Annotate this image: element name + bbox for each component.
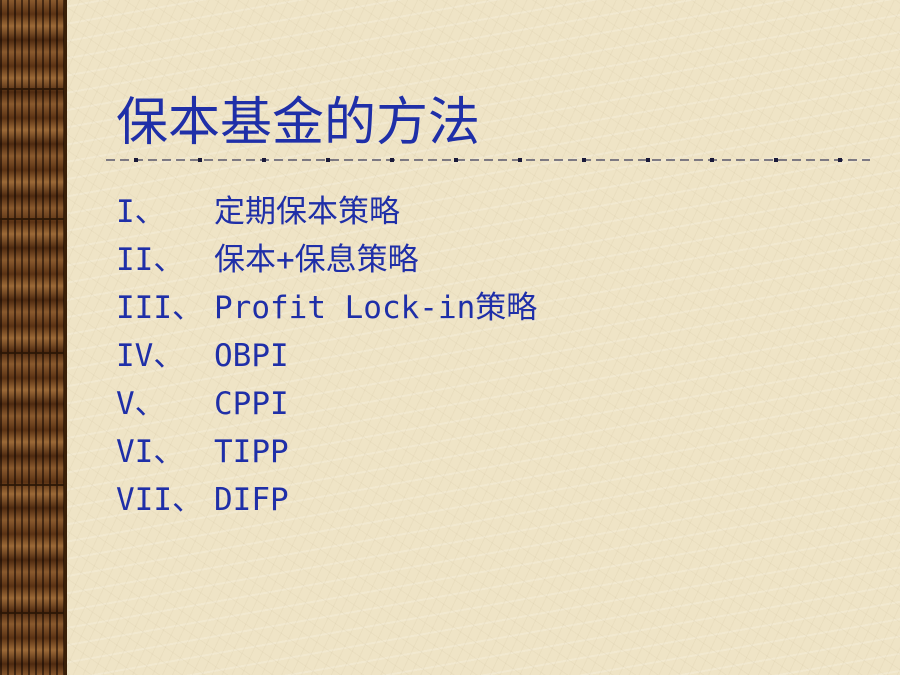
list-item: VII、 DIFP [116,476,537,524]
list-item-numeral: VI、 [116,434,185,470]
list-item-numeral: V、 [116,386,166,422]
list-item-numeral: IV、 [116,338,185,374]
list-item-text: TIPP [214,434,289,470]
list-item-numeral: II、 [116,242,185,278]
list-item: IV、 OBPI [116,332,537,380]
wood-seam [0,612,66,614]
method-list: I、 定期保本策略 II、保本+保息策略 III、 Profit Lock-in策略… [116,188,537,524]
list-item: III、 Profit Lock-in策略 [116,284,537,332]
list-item: V、 CPPI [116,380,537,428]
list-item-text: OBPI [214,338,289,374]
list-item-text: CPPI [214,386,289,422]
wood-seam [0,484,66,486]
list-item-numeral: III、 [116,290,203,326]
list-item: I、 定期保本策略 [116,188,537,236]
title-divider [106,158,870,162]
list-item-text: Profit Lock-in策略 [214,290,538,326]
list-item-text: 保本+保息策略 [214,242,419,278]
wood-seam [0,88,66,90]
wood-border-strip [0,0,66,675]
list-item-text: DIFP [214,482,289,518]
slide-title: 保本基金的方法 [116,93,481,153]
list-item: VI、 TIPP [116,428,537,476]
wood-seam [0,352,66,354]
wood-seam [0,218,66,220]
wood-edge [64,0,67,675]
list-item-text: 定期保本策略 [214,194,400,230]
list-item: II、保本+保息策略 [116,236,537,284]
list-item-numeral: I、 [116,194,166,230]
list-item-numeral: VII、 [116,482,203,518]
